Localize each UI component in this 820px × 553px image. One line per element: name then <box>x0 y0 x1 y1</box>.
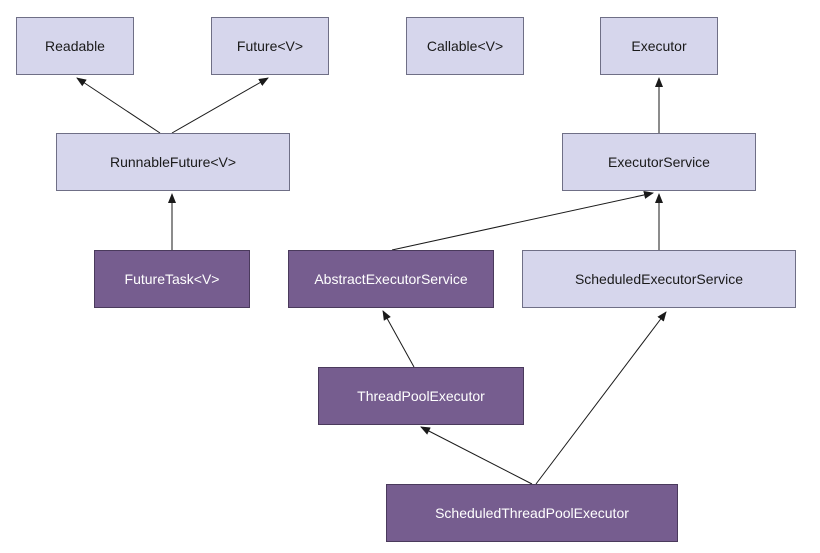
node-callable: Callable<V> <box>406 17 524 75</box>
edge-runnablefuture-to-readable <box>76 77 161 134</box>
node-abstractexecutorservice-label: AbstractExecutorService <box>314 271 468 287</box>
node-futuretask-label: FutureTask<V> <box>124 271 220 287</box>
node-future-label: Future<V> <box>236 38 304 54</box>
node-executorservice: ExecutorService <box>562 133 756 191</box>
node-readable-label: Readable <box>45 38 105 54</box>
node-scheduledthreadpoolexecutor-label: ScheduledThreadPoolExecutor <box>435 505 629 521</box>
node-scheduledexecutorservice-label: ScheduledExecutorService <box>574 271 744 287</box>
node-runnablefuture: RunnableFuture<V> <box>56 133 290 191</box>
node-executorservice-label: ExecutorService <box>608 154 710 170</box>
node-futuretask: FutureTask<V> <box>94 250 250 308</box>
edge-scheduledthreadpoolexecutor-to-threadpoolexecutor <box>420 426 533 485</box>
node-callable-label: Callable<V> <box>426 38 504 54</box>
edge-abstractexecutorservice-to-executorservice <box>391 191 654 251</box>
node-scheduledexecutorservice: ScheduledExecutorService <box>522 250 796 308</box>
node-future: Future<V> <box>211 17 329 75</box>
node-readable: Readable <box>16 17 134 75</box>
node-threadpoolexecutor-label: ThreadPoolExecutor <box>357 388 485 404</box>
node-runnablefuture-label: RunnableFuture<V> <box>109 154 237 170</box>
edge-runnablefuture-to-future <box>171 77 269 134</box>
node-executor: Executor <box>600 17 718 75</box>
edge-threadpoolexecutor-to-abstractexecutorservice <box>382 310 415 368</box>
edge-scheduledthreadpoolexecutor-to-scheduledexecutorservice <box>535 311 667 485</box>
node-executor-label: Executor <box>631 38 687 54</box>
node-abstractexecutorservice: AbstractExecutorService <box>288 250 494 308</box>
node-scheduledthreadpoolexecutor: ScheduledThreadPoolExecutor <box>386 484 678 542</box>
node-threadpoolexecutor: ThreadPoolExecutor <box>318 367 524 425</box>
